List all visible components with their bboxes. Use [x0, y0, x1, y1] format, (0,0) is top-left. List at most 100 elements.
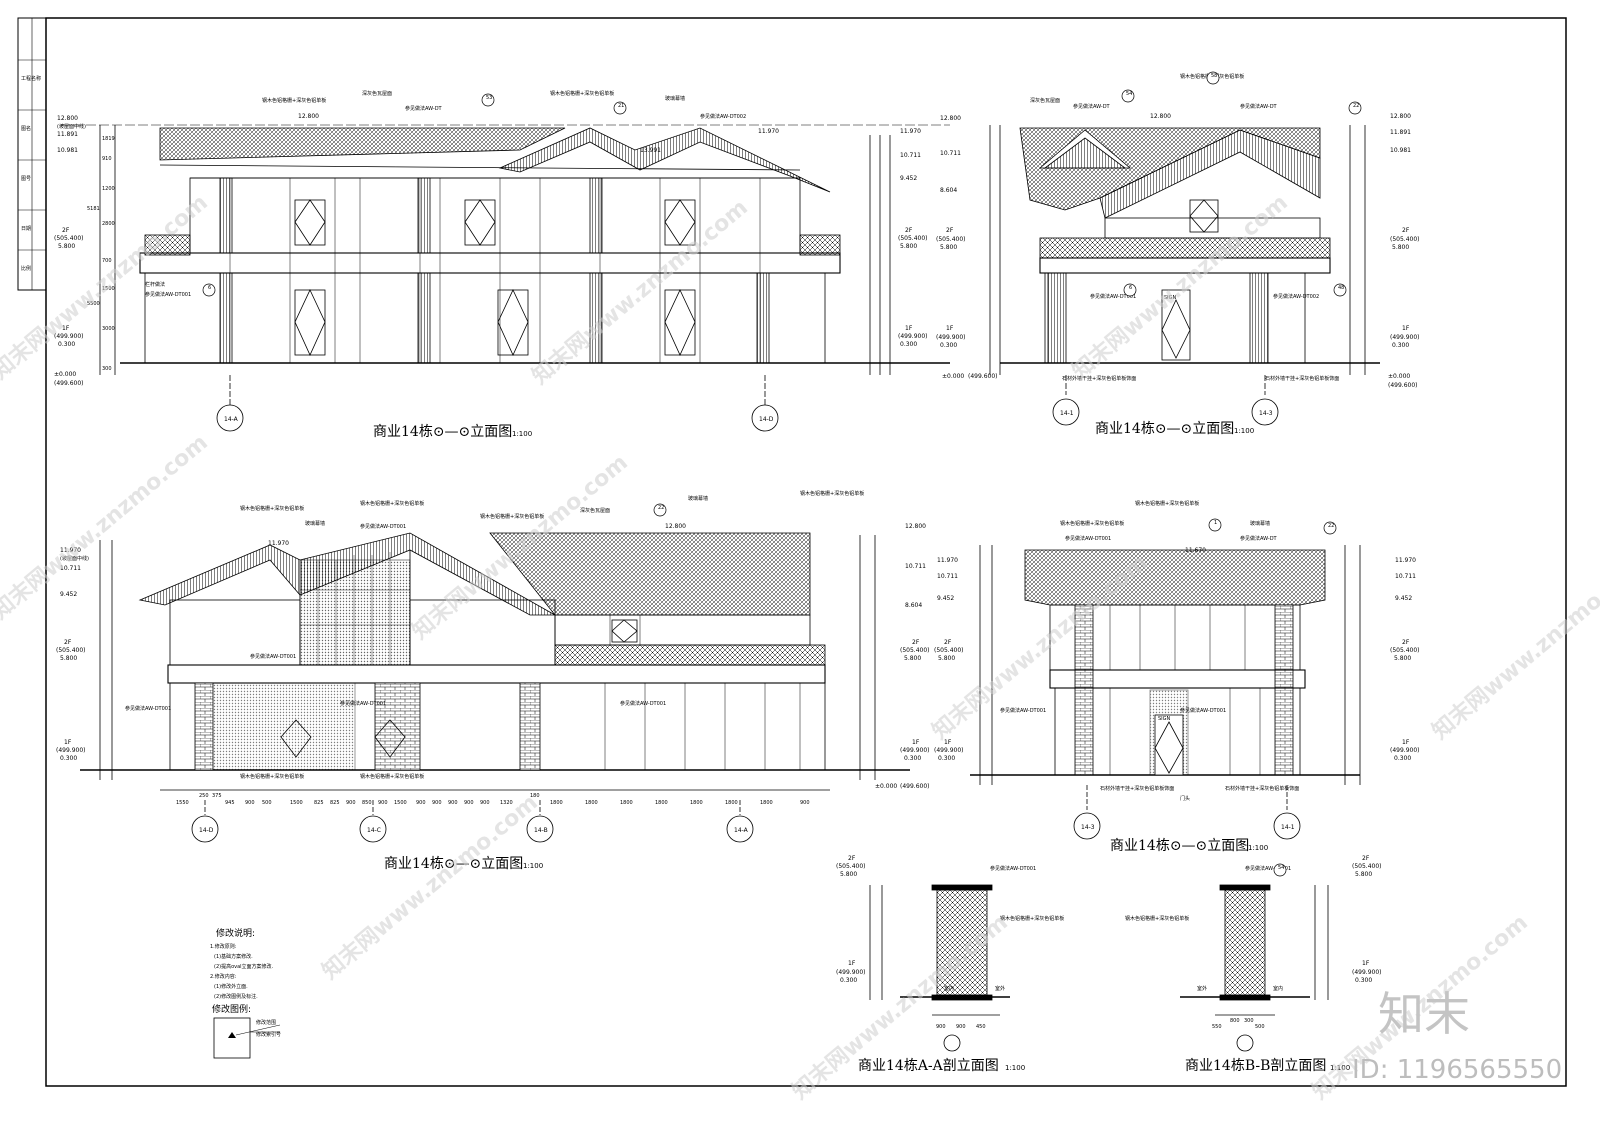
svg-text:石材外墙干挂+深灰色铝单板饰面: 石材外墙干挂+深灰色铝单板饰面 [1100, 785, 1174, 792]
svg-text:1800: 1800 [655, 800, 668, 806]
sign-label-elev2: SIGN [1164, 295, 1177, 301]
svg-text:12.800: 12.800 [940, 115, 961, 122]
svg-text:参见做法AW-DT001: 参见做法AW-DT001 [620, 700, 666, 707]
svg-text:修改范围: 修改范围 [256, 1019, 276, 1026]
svg-text:825: 825 [314, 800, 324, 806]
svg-text:钢木色铝格栅+深灰色铝单板: 钢木色铝格栅+深灰色铝单板 [240, 505, 304, 512]
svg-text:10.711: 10.711 [940, 150, 961, 157]
svg-text:10.711: 10.711 [900, 152, 921, 159]
svg-text:12.800: 12.800 [905, 523, 926, 530]
svg-text:修改索引号: 修改索引号 [256, 1031, 281, 1038]
svg-text:(499.900): (499.900) [56, 747, 86, 754]
svg-text:(505.400): (505.400) [1352, 863, 1382, 870]
elev4-scale: 1:100 [1248, 844, 1268, 852]
svg-text:11.970: 11.970 [937, 557, 958, 564]
svg-text:9.452: 9.452 [60, 591, 77, 598]
svg-text:玻璃幕墙: 玻璃幕墙 [305, 520, 325, 527]
svg-text:石材外墙干挂+深灰色铝单板饰面: 石材外墙干挂+深灰色铝单板饰面 [1225, 785, 1299, 792]
svg-text:900: 900 [416, 800, 426, 806]
svg-text:900: 900 [448, 800, 458, 806]
svg-text:5.800: 5.800 [1355, 871, 1372, 878]
svg-text:12.800: 12.800 [1150, 113, 1171, 120]
svg-text:1.修改原则:: 1.修改原则: [210, 943, 237, 950]
svg-text:石材外墙干挂+深灰色铝单板饰面: 石材外墙干挂+深灰色铝单板饰面 [1062, 375, 1136, 382]
svg-text:(1)修改外立面.: (1)修改外立面. [214, 983, 248, 990]
svg-text:(499.900): (499.900) [836, 969, 866, 976]
svg-text:2F: 2F [905, 227, 913, 234]
elevation-3 [80, 532, 910, 843]
svg-text:(499.600): (499.600) [54, 380, 84, 387]
elev3-scale: 1:100 [523, 862, 543, 870]
svg-text:11.891: 11.891 [1390, 129, 1411, 136]
svg-text:22: 22 [658, 505, 664, 511]
svg-text:1320: 1320 [500, 800, 513, 806]
svg-text:钢木色铝格栅+深灰色铝单板: 钢木色铝格栅+深灰色铝单板 [480, 513, 544, 520]
svg-text:1F: 1F [905, 325, 913, 332]
svg-text:12.800: 12.800 [298, 113, 319, 120]
secA-dim-2: 450 [976, 1024, 986, 1030]
svg-text:钢木色铝格栅+深灰色铝单板: 钢木色铝格栅+深灰色铝单板 [240, 773, 304, 780]
svg-text:10.711: 10.711 [60, 565, 81, 572]
svg-text:栏杆做法: 栏杆做法 [145, 281, 165, 288]
svg-text:±0.000: ±0.000 [1388, 373, 1410, 380]
sidebar-label-2: 图号 [21, 176, 31, 182]
secA-note: 参见做法AW-DT001 [990, 865, 1036, 872]
svg-text:参见做法AW-DT: 参见做法AW-DT [405, 105, 443, 112]
svg-text:900: 900 [800, 800, 810, 806]
svg-text:钢木色铝格栅+深灰色铝单板: 钢木色铝格栅+深灰色铝单板 [800, 490, 864, 497]
svg-text:1F: 1F [944, 739, 952, 746]
svg-text:参见做法AW-DT001: 参见做法AW-DT001 [1065, 535, 1111, 542]
svg-text:±0.000: ±0.000 [875, 783, 897, 790]
grid-elev3-1: 14-C [367, 827, 381, 834]
svg-text:±0.000: ±0.000 [942, 373, 964, 380]
svg-text:5.800: 5.800 [1394, 655, 1411, 662]
svg-text:8.604: 8.604 [905, 602, 922, 609]
elevation-1 [60, 124, 950, 432]
svg-text:2F: 2F [1402, 639, 1410, 646]
svg-text:1800: 1800 [725, 800, 738, 806]
svg-text:0.300: 0.300 [840, 977, 857, 984]
title-strip-lines [18, 18, 46, 290]
secB-note: 参见做法AW-DT001 [1245, 865, 1291, 872]
sheet-border [45, 17, 1567, 1087]
svg-text:门头: 门头 [1180, 795, 1190, 802]
svg-text:10.981: 10.981 [1390, 147, 1411, 154]
svg-text:11.970: 11.970 [1395, 557, 1416, 564]
secB-levels: 2F (505.400) 5.800 1F (499.900) 0.300 [1352, 855, 1382, 984]
svg-text:(499.900): (499.900) [1352, 969, 1382, 976]
svg-text:12.800: 12.800 [57, 115, 78, 122]
svg-text:1800: 1800 [585, 800, 598, 806]
grid-elev3-2: 14-B [534, 827, 548, 834]
detail-callouts [202, 71, 1362, 877]
grid-elev3-0: 14-D [199, 827, 214, 834]
svg-text:5.800: 5.800 [1392, 244, 1409, 251]
svg-text:1F: 1F [946, 325, 954, 332]
svg-text:1: 1 [1214, 520, 1217, 526]
svg-text:参见做法AW-DT001: 参见做法AW-DT001 [340, 700, 386, 707]
svg-text:0.300: 0.300 [1394, 755, 1411, 762]
svg-text:1800: 1800 [620, 800, 633, 806]
elev3-annotations: 钢木色铝格栅+深灰色铝单板 玻璃幕墙 钢木色铝格栅+深灰色铝单板 参见做法AW-… [125, 490, 864, 780]
svg-text:5.800: 5.800 [938, 655, 955, 662]
elev4-levels: 11.970 10.711 9.452 2F (505.400) 5.800 1… [934, 547, 1420, 762]
svg-text:12.800: 12.800 [665, 523, 686, 530]
svg-text:22: 22 [1328, 523, 1334, 529]
svg-text:(499.600): (499.600) [900, 783, 930, 790]
sidebar-label-0: 工程名称 [21, 75, 41, 82]
svg-text:12.800: 12.800 [1390, 113, 1411, 120]
revision-notes: 修改说明: 1.修改原则: (1)基础方案修改. (2)提高oval立面方案修改… [210, 927, 281, 1059]
svg-text:180: 180 [530, 793, 540, 799]
svg-text:10.711: 10.711 [905, 563, 926, 570]
image-id-label: ID: 1196565550 [1352, 1055, 1562, 1085]
svg-text:(505.400): (505.400) [54, 235, 84, 242]
svg-text:9.452: 9.452 [900, 175, 917, 182]
svg-text:修改图例:: 修改图例: [212, 1003, 251, 1015]
svg-text:900: 900 [245, 800, 255, 806]
svg-text:21: 21 [618, 103, 624, 109]
svg-text:500: 500 [262, 800, 272, 806]
svg-text:1500: 1500 [394, 800, 407, 806]
svg-text:2F: 2F [62, 227, 70, 234]
svg-text:(505.400): (505.400) [900, 647, 930, 654]
svg-text:900: 900 [464, 800, 474, 806]
elev4-annotations: 钢木色铝格栅+深灰色铝单板 参见做法AW-DT001 钢木色铝格栅+深灰色铝单板… [1000, 500, 1299, 802]
